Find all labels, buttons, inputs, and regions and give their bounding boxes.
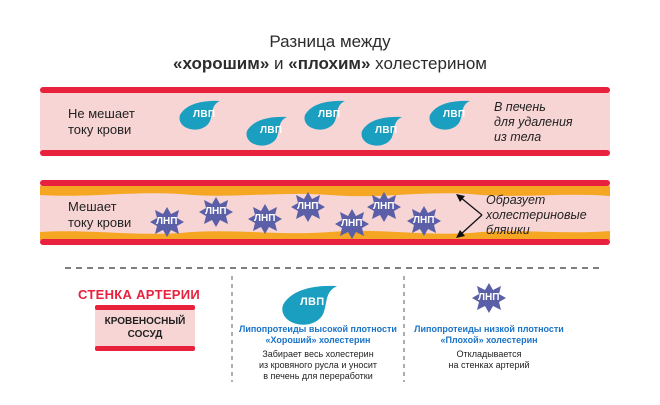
ldl-particle-label: ЛНП [156,216,178,227]
hdl-legend-body1: Забирает весь холестерин [262,349,374,359]
top-vessel-note: В печень для удаления из тела [494,100,573,145]
hdl-legend-text: Липопротеиды высокой плотности «Хороший»… [232,324,404,382]
plaque-arrows [459,196,483,236]
top-vessel-label-line1: Не мешает [68,106,135,121]
legend-vessel-label-line1: КРОВЕНОСНЫЙ [104,316,186,327]
hdl-particle-label: ЛВП [443,109,466,120]
ldl-legend-head1: Липопротеиды низкой плотности [414,324,564,334]
hdl-particle-label: ЛВП [318,109,341,120]
title-bad: «плохим» [288,54,371,73]
bottom-vessel-wall-lower [40,239,610,245]
top-vessel-wall-lower [40,150,610,156]
hdl-particle-label: ЛВП [375,125,398,136]
legend-wall-title: СТЕНКА АРТЕРИИ [78,287,201,302]
top-vessel-note-line2: для удаления [494,115,573,129]
ldl-particle-label: ЛНП [205,206,227,217]
ldl-particle-label: ЛНП [297,201,319,212]
hdl-legend-head2: «Хороший» холестерин [265,335,371,345]
title-and: и [269,54,289,73]
bottom-vessel-plaque-lower [40,230,610,240]
ldl-legend-label: ЛНП [478,292,500,303]
legend-vessel-label: КРОВЕНОСНЫЙ СОСУД [95,315,195,341]
bottom-vessel-note: Образует холестериновые бляшки [486,193,587,238]
bottom-vessel-label: Мешает току крови [68,199,131,231]
page-title-line1: Разница между [269,32,391,51]
hdl-legend-label: ЛВП [300,296,325,308]
legend-vessel-label-line2: СОСУД [127,329,163,340]
bottom-vessel-note-line3: бляшки [486,223,530,237]
bottom-vessel-wall-upper [40,180,610,186]
legend-vessel-blood [95,308,195,348]
legend-vessel-wall-upper [95,305,195,310]
hdl-legend-body2: из кровяного русла и уносит [259,360,377,370]
top-vessel-label-line2: току крови [68,122,132,137]
ldl-legend-body2: на стенках артерий [448,360,530,370]
ldl-particle-label: ЛНП [341,218,363,229]
ldl-particle-label: ЛНП [254,213,276,224]
ldl-particle-label: ЛНП [413,215,435,226]
bottom-vessel-plaque-upper [40,186,610,197]
top-vessel-note-line3: из тела [494,130,542,144]
bottom-vessel-note-line2: холестериновые [486,208,587,222]
title-tail: холестерином [370,54,487,73]
hdl-particle-label: ЛВП [193,109,216,120]
hdl-legend-head1: Липопротеиды высокой плотности [239,324,397,334]
top-vessel-wall-upper [40,87,610,93]
hdl-legend-body3: в печень для переработки [263,371,373,381]
top-vessel-note-line1: В печень [494,100,546,114]
title-good: «хорошим» [173,54,270,73]
bottom-vessel-label-line2: току крови [68,215,132,230]
ldl-legend-text: Липопротеиды низкой плотности «Плохой» х… [404,324,574,371]
page-title-line2: «хорошим» и «плохим» холестерином [0,54,660,74]
ldl-particle-label: ЛНП [373,201,395,212]
hdl-particle-label: ЛВП [260,125,283,136]
ldl-legend-head2: «Плохой» холестерин [440,335,538,345]
bottom-vessel-note-line1: Образует [486,193,546,207]
ldl-legend-body1: Откладывается [456,349,522,359]
legend-vessel-wall-lower [95,346,195,351]
top-vessel-label: Не мешает току крови [68,106,135,138]
bottom-vessel-label-line1: Мешает [68,199,117,214]
